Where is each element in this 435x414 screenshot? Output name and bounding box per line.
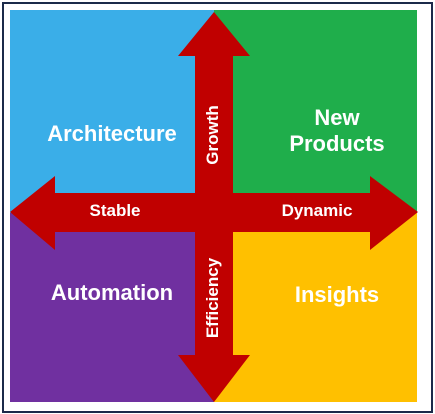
quadrant-insights [214,213,417,402]
dynamic-label: Dynamic [281,201,353,220]
horizontal-double-arrow [10,176,418,250]
new-products-label-line2: Products [289,131,385,157]
growth-label: Growth [203,105,222,165]
quadrant-new-products [214,10,417,213]
efficiency-label: Efficiency [203,257,222,339]
insights-label: Insights [294,282,380,307]
automation-label: Automation [50,280,174,305]
new-products-label-line1: New [314,105,360,130]
stable-label: Stable [89,201,141,220]
quadrant-architecture [10,10,214,213]
new-products-label: New Products [262,105,412,158]
architecture-label: Architecture [47,121,177,146]
quadrant-automation [10,213,214,402]
